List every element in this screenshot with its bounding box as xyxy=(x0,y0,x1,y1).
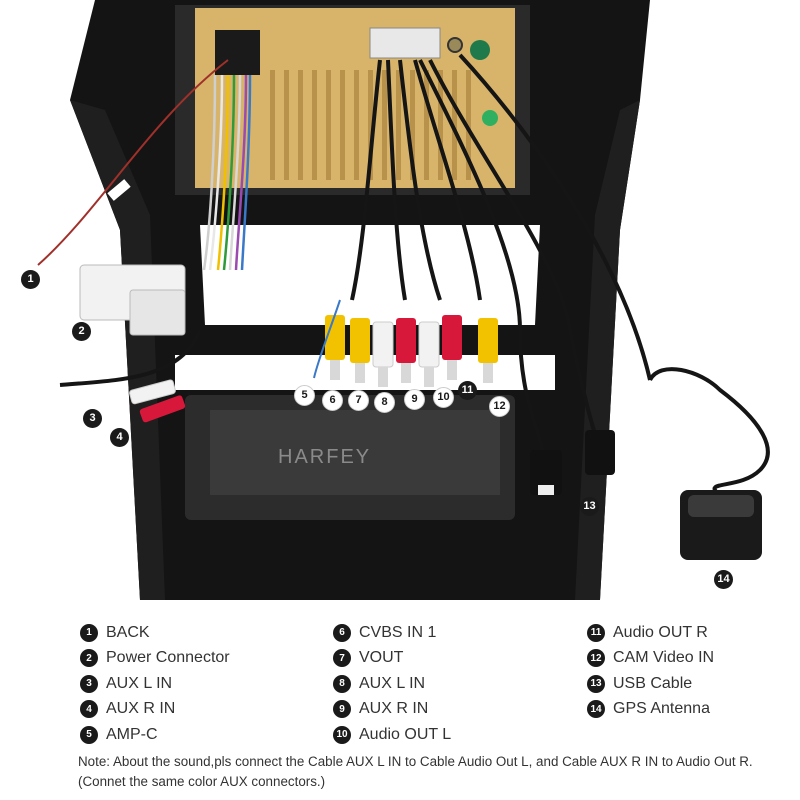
aux-plug-3 xyxy=(129,379,176,405)
board-connector-main xyxy=(215,30,260,75)
rca-connector-8 xyxy=(372,321,394,387)
legend-item: 6 CVBS IN 1 xyxy=(333,620,451,646)
callout-9: 9 xyxy=(404,389,425,410)
legend-label: CAM Video IN xyxy=(613,649,715,667)
callout-3: 3 xyxy=(83,409,102,428)
bracket-opening xyxy=(200,225,540,325)
callout-10: 10 xyxy=(433,387,454,408)
legend-number: 3 xyxy=(80,674,98,693)
rca-connector-12 xyxy=(478,318,498,383)
legend-number: 1 xyxy=(80,623,98,642)
legend-label: VOUT xyxy=(359,649,404,667)
amp-c-wire xyxy=(313,299,341,379)
aux-plug-4 xyxy=(139,395,186,423)
legend-item: 1 BACK xyxy=(80,620,230,646)
legend-label: GPS Antenna xyxy=(613,700,710,718)
legend-item: 13 USB Cable xyxy=(587,671,714,697)
legend-item: 5 AMP-C xyxy=(80,722,230,748)
wiring-diagram-drawing xyxy=(37,0,770,600)
lower-panel-inner xyxy=(210,410,500,495)
frame-left-panel xyxy=(70,100,165,600)
legend-label: AUX L IN xyxy=(106,674,173,692)
callout-13: 13 xyxy=(580,497,599,516)
board-green-port-2 xyxy=(482,110,498,126)
black-cables xyxy=(59,53,652,461)
rca-connector-10 xyxy=(418,321,440,387)
legend-item: 12 CAM Video IN xyxy=(587,646,714,672)
legend-label: CVBS IN 1 xyxy=(359,623,437,641)
legend-item: 9 AUX R IN xyxy=(333,697,451,723)
legend-item: 14 GPS Antenna xyxy=(587,697,714,723)
legend-number: 12 xyxy=(587,649,605,668)
legend-label: BACK xyxy=(106,623,150,641)
rca-connector-11 xyxy=(442,315,462,380)
note-text: Note: About the sound,pls connect the Ca… xyxy=(78,754,753,789)
board-connector-av xyxy=(369,27,441,59)
usb-female xyxy=(530,450,562,495)
callout-8: 8 xyxy=(374,392,395,413)
wire-bundle xyxy=(202,74,252,271)
legend-number: 7 xyxy=(333,649,351,668)
legend-item: 8 AUX L IN xyxy=(333,671,451,697)
legend-number: 4 xyxy=(80,700,98,719)
legend-number: 13 xyxy=(587,674,605,693)
legend-item: 3 AUX L IN xyxy=(80,671,230,697)
brand-label: HARFEY xyxy=(278,446,372,468)
legend-label: AUX L IN xyxy=(359,674,426,692)
legend-number: 8 xyxy=(333,674,351,693)
rca-connector-9 xyxy=(396,318,416,383)
legend-label: Audio OUT R xyxy=(613,623,708,641)
callout-5: 5 xyxy=(294,385,315,406)
legend-item: 11 Audio OUT R xyxy=(587,620,714,646)
board-green-port xyxy=(470,40,490,60)
back-label-tag xyxy=(107,179,131,201)
legend-label: AMP-C xyxy=(106,725,158,743)
callout-1: 1 xyxy=(21,270,40,289)
legend-number: 14 xyxy=(587,700,605,719)
board-vents xyxy=(270,70,471,180)
legend-label: Power Connector xyxy=(106,649,230,667)
callout-12: 12 xyxy=(489,396,510,417)
back-wire xyxy=(37,59,229,266)
legend-number: 9 xyxy=(333,700,351,719)
legend-label: USB Cable xyxy=(613,674,693,692)
rca-connector-7 xyxy=(350,318,370,383)
usb-male xyxy=(585,430,615,475)
legend-column-2: 6 CVBS IN 1 7 VOUT 8 AUX L IN 9 AUX R IN 10 A… xyxy=(333,620,451,748)
gps-cable xyxy=(648,367,770,497)
legend-number: 2 xyxy=(80,649,98,668)
legend-label: AUX R IN xyxy=(106,700,176,718)
legend-item: 2 Power Connector xyxy=(80,646,230,672)
callout-11: 11 xyxy=(458,381,477,400)
legend-number: 11 xyxy=(587,623,605,642)
callout-6: 6 xyxy=(322,390,343,411)
legend-item: 10 Audio OUT L xyxy=(333,722,451,748)
legend-label: AUX R IN xyxy=(359,700,429,718)
callout-4: 4 xyxy=(110,428,129,447)
legend-label: Audio OUT L xyxy=(359,725,452,743)
legend-number: 5 xyxy=(80,725,98,744)
board-antenna-port xyxy=(447,37,463,53)
legend-number: 6 xyxy=(333,623,351,642)
callout-14: 14 xyxy=(714,570,733,589)
legend-item: 7 VOUT xyxy=(333,646,451,672)
legend-item: 4 AUX R IN xyxy=(80,697,230,723)
callout-7: 7 xyxy=(348,390,369,411)
callout-2: 2 xyxy=(72,322,91,341)
legend-number: 10 xyxy=(333,725,351,744)
legend: 1 BACK 2 Power Connector 3 AUX L IN 4 AUX R … xyxy=(80,620,760,745)
wiring-diagram: HARFEY 1 2 3 4 5 6 7 8 9 10 11 12 13 14 xyxy=(21,0,770,600)
legend-column-3: 11 Audio OUT R 12 CAM Video IN 13 USB Cable… xyxy=(587,620,714,722)
legend-column-1: 1 BACK 2 Power Connector 3 AUX L IN 4 AUX R … xyxy=(80,620,230,748)
